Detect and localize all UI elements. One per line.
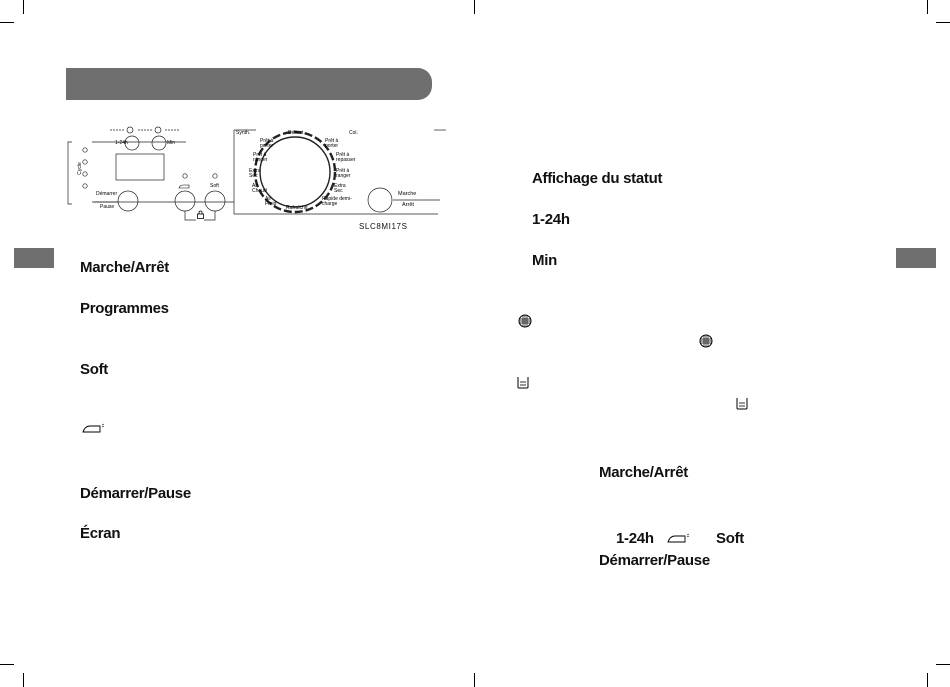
water-tank-icon (517, 376, 529, 389)
iron-small-icon (178, 183, 190, 189)
heading-ecran: Écran (80, 525, 121, 542)
crop-mark (23, 673, 24, 687)
dial-pret-porter-2: Prêt à porter (325, 138, 339, 149)
power-marche-label: Marche (398, 191, 417, 197)
heading-programmes: Programmes (80, 300, 169, 317)
model-number: SLC8MI17S (359, 222, 408, 231)
dial-delicat: Délicat (288, 130, 304, 136)
dial-pret-repasser: Prêt à repasser (336, 152, 356, 163)
heading-marche-arret: Marche/Arrêt (80, 259, 169, 276)
power-arret-label: Arrêt (402, 202, 414, 208)
heading-1-24h: 1-24h (532, 211, 570, 228)
cycle-label: Cycle (76, 162, 83, 175)
crop-mark (0, 664, 14, 665)
dial-air-froid: Air Froid (265, 196, 277, 207)
dial-pret-ranger-2: Prêt à ranger (336, 168, 351, 179)
timer-1-24h-label: 1-24h (115, 140, 128, 146)
iron-icon (81, 423, 105, 434)
start-label: Démarrer (96, 191, 118, 197)
heading-demarrer-pause: Démarrer/Pause (80, 485, 191, 502)
heading-min: Min (532, 252, 557, 269)
child-lock-icon (196, 210, 205, 219)
combo-1-24h: 1-24h (616, 530, 654, 547)
heading-status-display: Affichage du statut (532, 170, 663, 187)
combo-soft: Soft (716, 530, 744, 547)
iron-icon-inline (666, 533, 690, 544)
crop-mark (23, 0, 24, 14)
water-tank-icon-inline (736, 397, 748, 410)
dial-rapide: Rapide demi-charge (322, 196, 352, 207)
page-tab-right (896, 248, 936, 268)
combo-demarrer-pause: Démarrer/Pause (599, 552, 710, 569)
dial-col: Col. (349, 130, 358, 136)
soft-label: Soft (210, 183, 219, 189)
crop-mark (927, 673, 928, 687)
crop-mark (474, 673, 475, 687)
pause-label: Pause (100, 204, 115, 210)
heading-soft: Soft (80, 361, 108, 378)
dial-synth: Synth. (236, 130, 251, 136)
page-tab-left (14, 248, 54, 268)
heading-marche-arret-right: Marche/Arrêt (599, 464, 688, 481)
section-title-bar (66, 68, 432, 100)
crop-mark (936, 22, 950, 23)
crop-mark (474, 0, 475, 14)
timer-min-label: Min (167, 140, 176, 146)
dial-pret-ranger: Prêt à ranger (253, 152, 268, 163)
control-panel-diagram: Cycle 1-24h Min Démarrer Pause Soft Synt… (66, 112, 446, 236)
dial-extra-sec-2: Extra Sec (334, 183, 346, 194)
crop-mark (0, 22, 14, 23)
dial-air-chaud: Air Chaud (252, 183, 267, 194)
crop-mark (936, 664, 950, 665)
filter-grid-icon-inline (699, 334, 713, 348)
dial-rafraichir: Rafraîchir (286, 205, 308, 211)
dial-pret-porter: Prêt à porter (260, 138, 274, 149)
dial-extra-sec: Extra Sec (249, 168, 261, 179)
crop-mark (927, 0, 928, 14)
filter-grid-icon (518, 314, 532, 328)
